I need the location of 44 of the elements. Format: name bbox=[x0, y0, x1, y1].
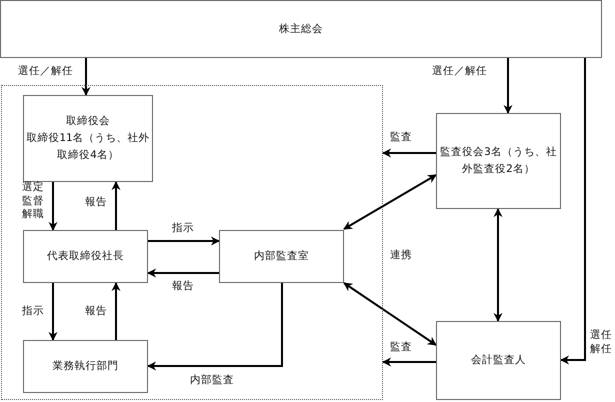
arrow bbox=[382, 358, 436, 366]
node-title: 内部監査室 bbox=[253, 249, 310, 264]
node-title: 業務執行部門 bbox=[52, 359, 120, 374]
arrow bbox=[148, 236, 220, 246]
edge-label: 報告 bbox=[172, 280, 194, 294]
edge-label: 選任解任 bbox=[590, 329, 613, 356]
process-box bbox=[219, 230, 344, 283]
edge-label: 指示 bbox=[172, 222, 194, 236]
arrow bbox=[48, 182, 58, 231]
arrow bbox=[112, 181, 120, 230]
arrow bbox=[48, 283, 58, 341]
arrow bbox=[82, 58, 90, 96]
edge-label: 内部監査 bbox=[190, 374, 234, 388]
arrow bbox=[147, 268, 219, 278]
node-title: 取締役会 bbox=[65, 114, 111, 130]
arrow bbox=[147, 283, 283, 370]
node-text: 取締役11名（うち、社外取締役4名） bbox=[25, 131, 151, 163]
edge-label: 報告 bbox=[85, 305, 107, 319]
node-title: 代表取締役社長 bbox=[46, 249, 125, 264]
arrow bbox=[112, 282, 120, 340]
edge-label: 指示 bbox=[22, 305, 44, 319]
process-box bbox=[23, 230, 148, 283]
arrow bbox=[343, 282, 437, 346]
arrow bbox=[343, 174, 437, 230]
process-box bbox=[0, 0, 602, 58]
arrow bbox=[560, 58, 586, 364]
process-box bbox=[23, 95, 153, 182]
note-label: 連携 bbox=[390, 249, 412, 263]
arrow bbox=[382, 148, 436, 158]
edge-label: 選任／解任 bbox=[18, 65, 73, 79]
edge-label: 選定監督解職 bbox=[22, 181, 45, 222]
node-title: 会計監査人 bbox=[470, 353, 527, 368]
edge-label: 監査 bbox=[390, 131, 412, 145]
node-title: 株主総会 bbox=[278, 22, 324, 37]
edge-label: 監査 bbox=[390, 341, 412, 355]
edge-label: 選任／解任 bbox=[432, 65, 487, 79]
process-box bbox=[23, 340, 148, 393]
edge-label: 報告 bbox=[85, 196, 107, 210]
process-box bbox=[436, 113, 561, 209]
arrow bbox=[494, 208, 502, 322]
node-title: 監査役会3名（うち、社外監査役2名） bbox=[439, 145, 558, 177]
process-box bbox=[436, 321, 561, 400]
arrow bbox=[504, 58, 512, 114]
group-frame bbox=[1, 85, 383, 400]
